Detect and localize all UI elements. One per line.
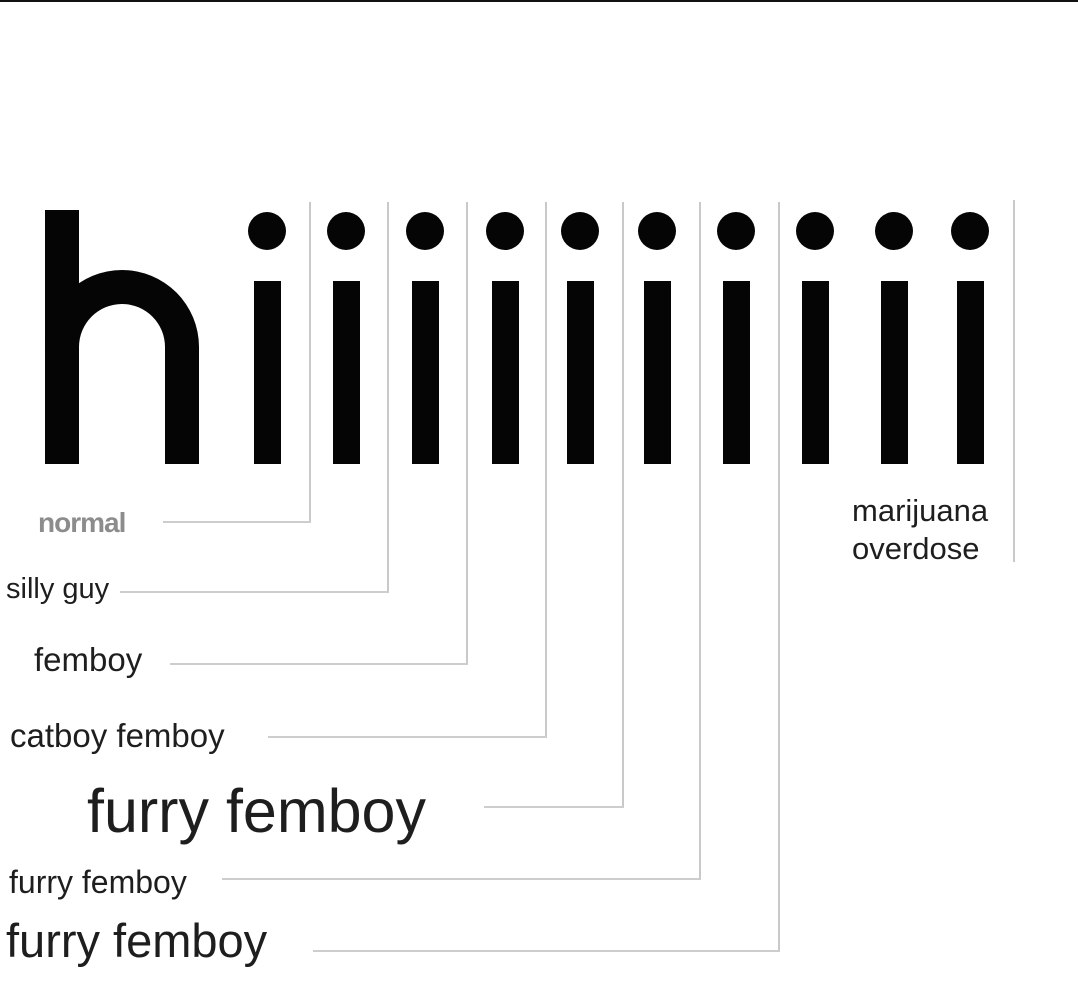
letter-i-dot <box>717 212 755 250</box>
top-border <box>0 0 1078 2</box>
letter-i-stem <box>802 281 829 464</box>
connector-line-2 <box>120 591 389 593</box>
letter-i-stem <box>333 281 360 464</box>
letter-i-dot <box>248 212 286 250</box>
letter-h-arch <box>45 270 199 464</box>
letter-i-dot <box>327 212 365 250</box>
letter-i-dot <box>875 212 913 250</box>
divider-line-5 <box>622 202 624 808</box>
letter-i-stem <box>492 281 519 464</box>
letter-i-stem <box>723 281 750 464</box>
letter-i-dot <box>796 212 834 250</box>
divider-line-end <box>1013 200 1015 562</box>
label-catboy-femboy: catboy femboy <box>10 717 225 754</box>
divider-line-7 <box>778 202 780 952</box>
label-marijuana-overdose: marijuana overdose <box>852 493 989 566</box>
divider-line-6 <box>699 202 701 880</box>
letter-i-stem <box>254 281 281 464</box>
connector-line-1 <box>163 521 311 523</box>
divider-line-1 <box>309 202 311 523</box>
label-furry-femboy-medium: furry femboy <box>6 914 268 967</box>
letter-i-stem <box>957 281 984 464</box>
divider-line-4 <box>545 202 547 738</box>
label-furry-femboy-large: furry femboy <box>87 777 426 845</box>
connector-line-4 <box>268 736 547 738</box>
letter-i-dot <box>951 212 989 250</box>
letter-i-dot <box>486 212 524 250</box>
label-furry-femboy-small: furry femboy <box>9 864 187 900</box>
divider-line-2 <box>387 202 389 593</box>
letter-i-stem <box>881 281 908 464</box>
label-femboy: femboy <box>34 641 143 678</box>
connector-line-6 <box>222 878 701 880</box>
letter-i-stem <box>412 281 439 464</box>
label-normal: normal <box>38 507 126 538</box>
letter-i-dot <box>638 212 676 250</box>
connector-line-3 <box>170 663 468 665</box>
connector-line-7 <box>313 950 780 952</box>
connector-line-5 <box>484 806 624 808</box>
letter-i-dot <box>406 212 444 250</box>
letter-i-dot <box>561 212 599 250</box>
letter-i-stem <box>567 281 594 464</box>
letter-i-stem <box>644 281 671 464</box>
label-silly-guy: silly guy <box>6 573 110 605</box>
divider-line-3 <box>466 202 468 665</box>
